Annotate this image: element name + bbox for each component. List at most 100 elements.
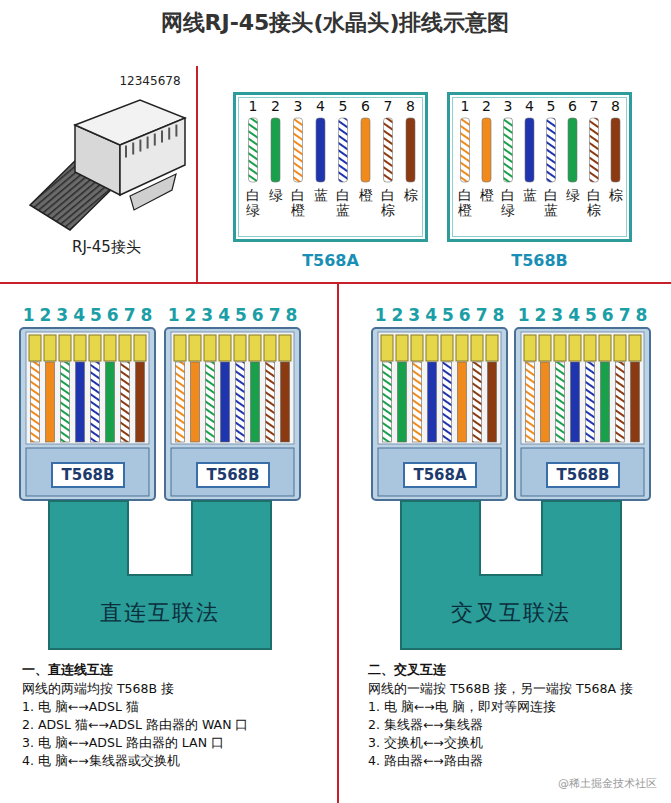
wire — [556, 362, 565, 442]
wire — [121, 362, 130, 442]
wire — [428, 362, 437, 442]
gold-contact — [524, 335, 536, 361]
note-text: 4. 路由器←→路由器 — [368, 753, 483, 770]
wire — [383, 362, 392, 442]
wire-color: 白蓝 — [336, 188, 350, 219]
pin-numbers: 12345678 — [375, 305, 510, 325]
wire — [398, 362, 407, 442]
gold-contact — [411, 335, 423, 361]
note-text: 网线的一端按 T568B 接，另一端按 T568A 接 — [368, 681, 633, 698]
pin-number: 2 — [482, 98, 491, 114]
wire-color: 白橙 — [458, 188, 472, 219]
wire — [406, 118, 415, 182]
wire — [271, 118, 280, 182]
gold-contact — [264, 335, 276, 361]
pin-number: 4 — [316, 98, 325, 114]
wire — [601, 362, 610, 442]
wire — [586, 362, 595, 442]
standard-tag: T568B — [51, 462, 125, 488]
gold-contact — [174, 335, 186, 361]
wire — [339, 118, 348, 182]
gold-contact — [426, 335, 438, 361]
color-code-box: T568B — [447, 92, 632, 242]
plug-latch — [130, 174, 176, 210]
wire — [221, 362, 230, 442]
gold-contact — [249, 335, 261, 361]
wire-color: 棕 — [609, 188, 623, 203]
gold-contact — [456, 335, 468, 361]
wire — [31, 362, 40, 442]
pin-number: 6 — [361, 98, 370, 114]
gold-contact — [234, 335, 246, 361]
wire-color: 白绿 — [246, 188, 260, 219]
gold-contact — [441, 335, 453, 361]
plug-window — [378, 332, 501, 444]
pin-number: 6 — [568, 98, 577, 114]
wire — [611, 118, 620, 182]
wire — [526, 362, 535, 442]
gold-contact — [569, 335, 581, 361]
pin-number: 5 — [339, 98, 348, 114]
gold-contact — [539, 335, 551, 361]
band-outline — [401, 501, 621, 649]
standard-name: T568B — [62, 466, 115, 484]
wire — [504, 118, 513, 182]
pin-number: 4 — [525, 98, 534, 114]
wire-color: 白棕 — [587, 188, 601, 219]
gold-contact — [381, 335, 393, 361]
band-shape — [48, 500, 272, 650]
pin-numbers: 12345678 — [518, 305, 653, 325]
pin-number: 1 — [249, 98, 258, 114]
title: 网线RJ-45接头(水晶头)排线示意图 — [161, 8, 510, 38]
standard-name: T568B — [557, 466, 610, 484]
pin-number: 7 — [384, 98, 393, 114]
gold-contact — [204, 335, 216, 361]
plug-lower — [378, 448, 501, 496]
standard-name: T568B — [511, 251, 568, 270]
contact-slot — [175, 125, 177, 137]
gold-contact — [44, 335, 56, 361]
cable-band: 交叉互联法 — [400, 500, 622, 650]
wire — [384, 118, 393, 182]
pin-number: 1 — [461, 98, 470, 114]
wire — [616, 362, 625, 442]
gold-contact — [629, 335, 641, 361]
gold-contact — [396, 335, 408, 361]
wire-color: 橙 — [359, 188, 373, 203]
standard-name: T568A — [413, 466, 466, 484]
note-text: 2. 集线器←→集线器 — [368, 717, 483, 734]
wire — [91, 362, 100, 442]
gold-contact — [614, 335, 626, 361]
standard-name: T568A — [302, 251, 359, 270]
wire — [236, 362, 245, 442]
wire — [316, 118, 325, 182]
wire — [294, 118, 303, 182]
wire — [191, 362, 200, 442]
gold-contact — [486, 335, 498, 361]
standard-tag: T568B — [196, 462, 270, 488]
wire — [176, 362, 185, 442]
band-text-zone: 交叉互联法 — [400, 575, 622, 650]
note-text: 3. 电 脑←→ADSL 路由器的 LAN 口 — [22, 735, 224, 752]
note-text: 网线的两端均按 T568B 接 — [22, 681, 174, 698]
gold-contact — [554, 335, 566, 361]
pin-number: 7 — [590, 98, 599, 114]
wire — [76, 362, 85, 442]
pin-numbers: 12345678 — [119, 74, 180, 88]
contact-slot — [132, 143, 134, 155]
wire — [547, 118, 556, 182]
pin-numbers: 12345678 — [168, 305, 303, 325]
wire — [571, 362, 580, 442]
pin-number: 8 — [406, 98, 415, 114]
pin-number: 3 — [294, 98, 303, 114]
standard-name: T568B — [207, 466, 260, 484]
wire-color: 白棕 — [381, 188, 395, 219]
plug-body — [515, 328, 650, 500]
note-text: 1. 电 脑←→ADSL 猫 — [22, 699, 139, 716]
plug-lower — [26, 448, 149, 496]
contact-slot — [147, 137, 149, 149]
wire-color: 蓝 — [523, 188, 537, 203]
gold-contact — [89, 335, 101, 361]
pin-number: 8 — [611, 98, 620, 114]
